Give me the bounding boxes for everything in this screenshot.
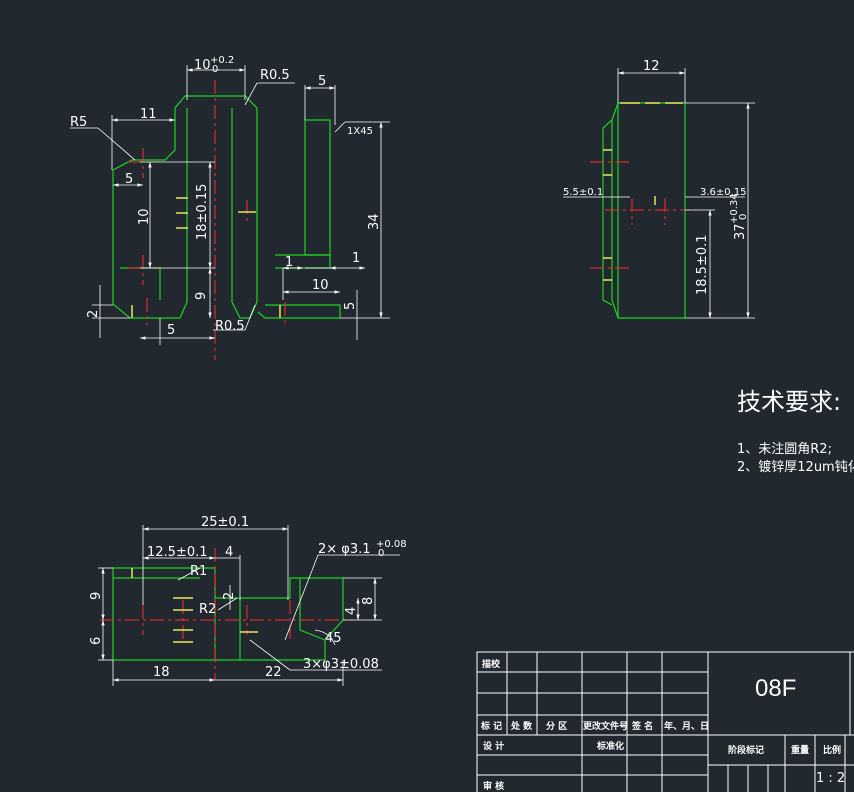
dim-r1: R1 bbox=[190, 564, 207, 579]
side-dimension-texts: 12 5.5±0.1 3.6±0.15 18.5±0.1 37 +0.34 0 bbox=[563, 59, 749, 295]
front-outline bbox=[112, 95, 341, 319]
dim-37: 37 bbox=[733, 223, 748, 240]
dim-12-5: 12.5±0.1 bbox=[147, 545, 208, 560]
dim-34: 34 bbox=[367, 213, 382, 230]
dim-3-6: 3.6±0.15 bbox=[700, 187, 747, 198]
tb-review: 审 核 bbox=[483, 780, 504, 792]
tb-design: 设 计 bbox=[483, 740, 504, 752]
dim-10-tol-lower: 0 bbox=[212, 64, 218, 75]
dim-10-tol-upper: +0.2 bbox=[210, 55, 234, 66]
tb-scale-value: 1 : 2 bbox=[816, 771, 845, 786]
dim-1-left: 1 bbox=[285, 255, 293, 270]
dim-37-tol-lower: 0 bbox=[738, 214, 749, 220]
front-hidden-lines bbox=[131, 197, 281, 318]
side-hidden-lines bbox=[603, 102, 683, 281]
top-view: 25±0.1 12.5±0.1 4 2× φ3.1 +0.08 0 R1 R2 … bbox=[89, 515, 407, 686]
dim-12: 12 bbox=[643, 59, 660, 74]
top-centerlines bbox=[100, 548, 355, 680]
dim-25: 25±0.1 bbox=[201, 515, 249, 530]
front-view: 10 +0.2 0 R0.5 5 R5 11 1X45 5 10 18±0.15… bbox=[70, 55, 390, 360]
dim-37-tol-upper: +0.34 bbox=[729, 193, 740, 224]
dim-5-bottom: 5 bbox=[167, 323, 175, 338]
tb-qty: 处 数 bbox=[510, 720, 533, 732]
front-centerlines bbox=[128, 80, 286, 360]
requirement-item-2: 2、镀锌厚12um钝化 bbox=[737, 459, 854, 475]
dim-hole-3x: 3×φ3±0.08 bbox=[303, 657, 379, 672]
tb-weight: 重量 bbox=[791, 744, 809, 756]
requirements-title: 技术要求: bbox=[737, 388, 841, 416]
dim-5-offset: 5 bbox=[125, 172, 133, 187]
dim-2-top: 2 bbox=[222, 592, 237, 600]
dim-r05-bottom: R0.5 bbox=[215, 319, 245, 334]
dim-18-bottom: 18 bbox=[153, 665, 170, 680]
dim-10-height: 10 bbox=[137, 208, 152, 225]
dim-45: 45 bbox=[325, 631, 342, 646]
dim-hole-tol-lower: 0 bbox=[378, 548, 384, 559]
top-dimension-texts: 25±0.1 12.5±0.1 4 2× φ3.1 +0.08 0 R1 R2 … bbox=[89, 515, 407, 680]
tb-standardize: 标准化 bbox=[596, 740, 624, 752]
dim-2: 2 bbox=[86, 310, 101, 318]
part-number: 08F bbox=[755, 675, 796, 702]
tb-date: 年、月、日 bbox=[664, 720, 709, 732]
title-block: 08F 描校 标 记 处 数 分 区 更改文件号 签 名 年、月、日 设 计 标… bbox=[476, 651, 854, 792]
tb-stage-mark: 阶段标记 bbox=[728, 744, 764, 756]
dim-8: 8 bbox=[361, 597, 376, 605]
dim-9-top: 9 bbox=[89, 592, 104, 600]
dim-9: 9 bbox=[194, 292, 209, 300]
dim-hole-2x: 2× φ3.1 bbox=[318, 542, 371, 557]
tb-change-doc: 更改文件号 bbox=[583, 720, 628, 732]
dim-10-top: 10 bbox=[194, 58, 211, 73]
dim-4-top: 4 bbox=[225, 545, 233, 560]
dim-18-5: 18.5±0.1 bbox=[695, 234, 710, 295]
dim-18-height: 18±0.15 bbox=[195, 184, 210, 240]
side-centerlines bbox=[590, 161, 690, 269]
dim-6: 6 bbox=[89, 637, 104, 645]
front-dimension-lines bbox=[70, 65, 390, 345]
tb-sign: 签 名 bbox=[631, 720, 653, 732]
dim-4-side: 4 bbox=[344, 607, 359, 615]
dim-1-right: 1 bbox=[352, 251, 360, 266]
tb-mark: 标 记 bbox=[480, 720, 502, 732]
dim-chamfer: 1X45 bbox=[347, 126, 373, 137]
dim-5-5: 5.5±0.1 bbox=[563, 187, 603, 198]
dim-r5: R5 bbox=[70, 115, 87, 130]
dim-r05-top: R0.5 bbox=[260, 68, 290, 83]
dim-hole-tol-upper: +0.08 bbox=[376, 539, 407, 550]
requirement-item-1: 1、未注圆角R2; bbox=[737, 442, 832, 457]
top-outline bbox=[112, 567, 344, 661]
top-dimension-lines bbox=[98, 525, 400, 686]
front-dimension-texts: 10 +0.2 0 R0.5 5 R5 11 1X45 5 10 18±0.15… bbox=[70, 55, 382, 338]
tb-check-label: 描校 bbox=[482, 658, 501, 670]
side-dimension-lines bbox=[563, 68, 755, 319]
dim-11: 11 bbox=[140, 107, 157, 122]
dim-5-slot: 5 bbox=[318, 74, 326, 89]
dim-5-right: 5 bbox=[343, 302, 358, 310]
top-hidden-lines bbox=[131, 568, 258, 643]
tb-zone: 分 区 bbox=[546, 720, 567, 732]
dim-r2: R2 bbox=[199, 602, 216, 617]
dim-10-bottom: 10 bbox=[312, 278, 329, 293]
technical-requirements: 技术要求: 1、未注圆角R2; 2、镀锌厚12um钝化 bbox=[737, 388, 854, 475]
side-view: 12 5.5±0.1 3.6±0.15 18.5±0.1 37 +0.34 0 bbox=[563, 59, 755, 319]
tb-scale: 比例 bbox=[823, 744, 841, 756]
dim-22: 22 bbox=[265, 665, 282, 680]
